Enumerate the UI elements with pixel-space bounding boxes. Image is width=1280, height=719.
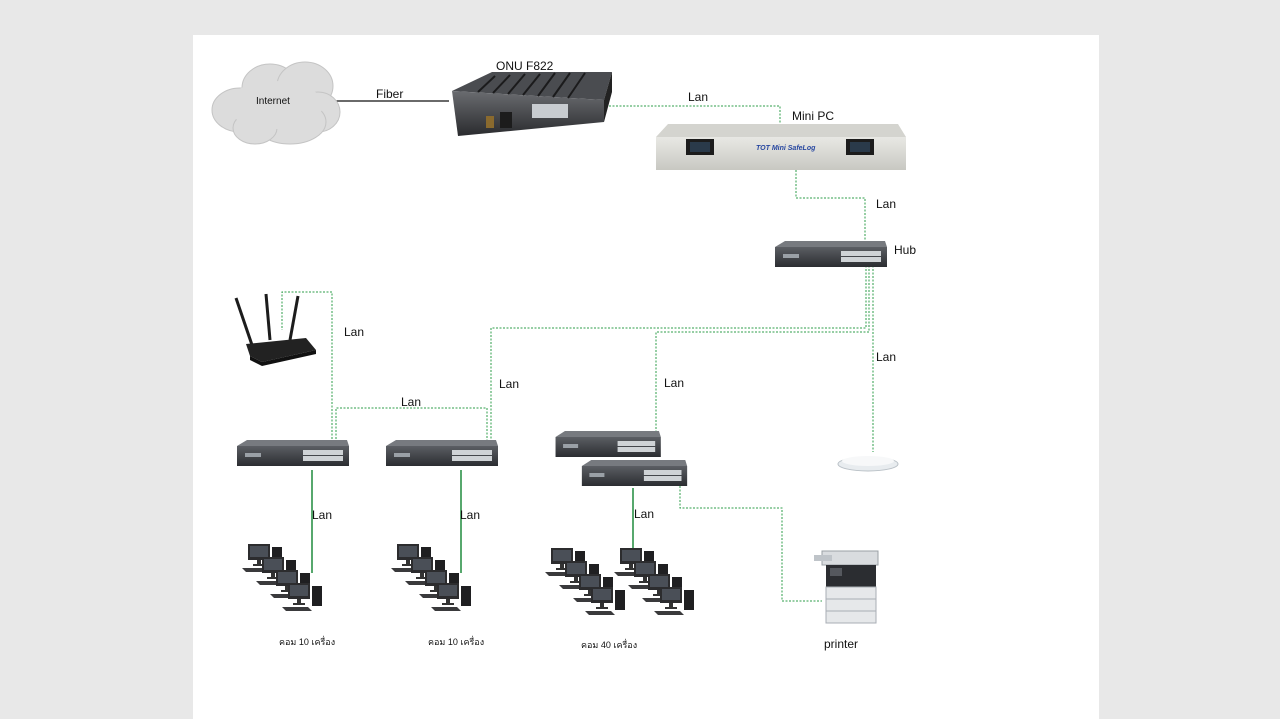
printer-icon bbox=[814, 550, 879, 624]
pc-group-2-label: คอม 10 เครื่อง bbox=[428, 635, 484, 647]
pc-group-3-icon bbox=[545, 548, 694, 615]
lan-link-minipc-hub bbox=[795, 170, 866, 246]
hub-label: Hub bbox=[894, 243, 916, 257]
fiber-label: Fiber bbox=[376, 87, 403, 101]
diagram-canvas bbox=[193, 35, 1099, 719]
lan-links bbox=[281, 105, 874, 602]
lan-link-hub-switch3 bbox=[655, 262, 870, 433]
lan-label-switch4-pcs: Lan bbox=[634, 507, 654, 521]
lan-label-minipc-hub: Lan bbox=[876, 197, 896, 211]
lan-label-router: Lan bbox=[344, 325, 364, 339]
switch-3-icon bbox=[555, 431, 661, 457]
lan-label-switch1-pcs: Lan bbox=[312, 508, 332, 522]
hub-icon bbox=[775, 241, 887, 267]
pc-group-1-icon bbox=[242, 544, 322, 611]
minipc-label: Mini PC bbox=[792, 109, 834, 123]
switch-1-icon bbox=[237, 440, 349, 466]
pc-group-1-label: คอม 10 เครื่อง bbox=[279, 635, 335, 647]
internet-label: Internet bbox=[256, 96, 290, 107]
lan-label-hub-switch3: Lan bbox=[664, 376, 684, 390]
pc-group-3-label: คอม 40 เครื่อง bbox=[581, 638, 637, 650]
switch-4-icon bbox=[581, 460, 688, 486]
lan-link-hub-switch2 bbox=[490, 262, 867, 446]
minipc-brand: TOT Mini SafeLog bbox=[756, 145, 816, 152]
lan-label-switch1-switch2: Lan bbox=[401, 395, 421, 409]
lan-label-hub-ap: Lan bbox=[876, 350, 896, 364]
lan-link-switch4-printer bbox=[679, 486, 822, 602]
wifi-router-icon bbox=[234, 293, 316, 366]
onu-device-icon bbox=[452, 72, 612, 136]
lan-label-switch2-pcs: Lan bbox=[460, 508, 480, 522]
pc-group-2-icon bbox=[391, 544, 471, 611]
access-point-icon bbox=[837, 456, 899, 472]
internet-cloud-icon bbox=[211, 61, 341, 145]
lan-link-switch1-switch2 bbox=[335, 407, 488, 446]
lan-link-switch1-router bbox=[281, 291, 333, 446]
lan-label-onu-minipc: Lan bbox=[688, 90, 708, 104]
switch-2-icon bbox=[386, 440, 498, 466]
mini-pc-icon: TOT Mini SafeLog bbox=[656, 124, 906, 170]
lan-label-hub-switch2: Lan bbox=[499, 377, 519, 391]
onu-label: ONU F822 bbox=[496, 59, 554, 73]
printer-label: printer bbox=[824, 637, 858, 651]
lan-link-onu-minipc bbox=[560, 105, 781, 124]
